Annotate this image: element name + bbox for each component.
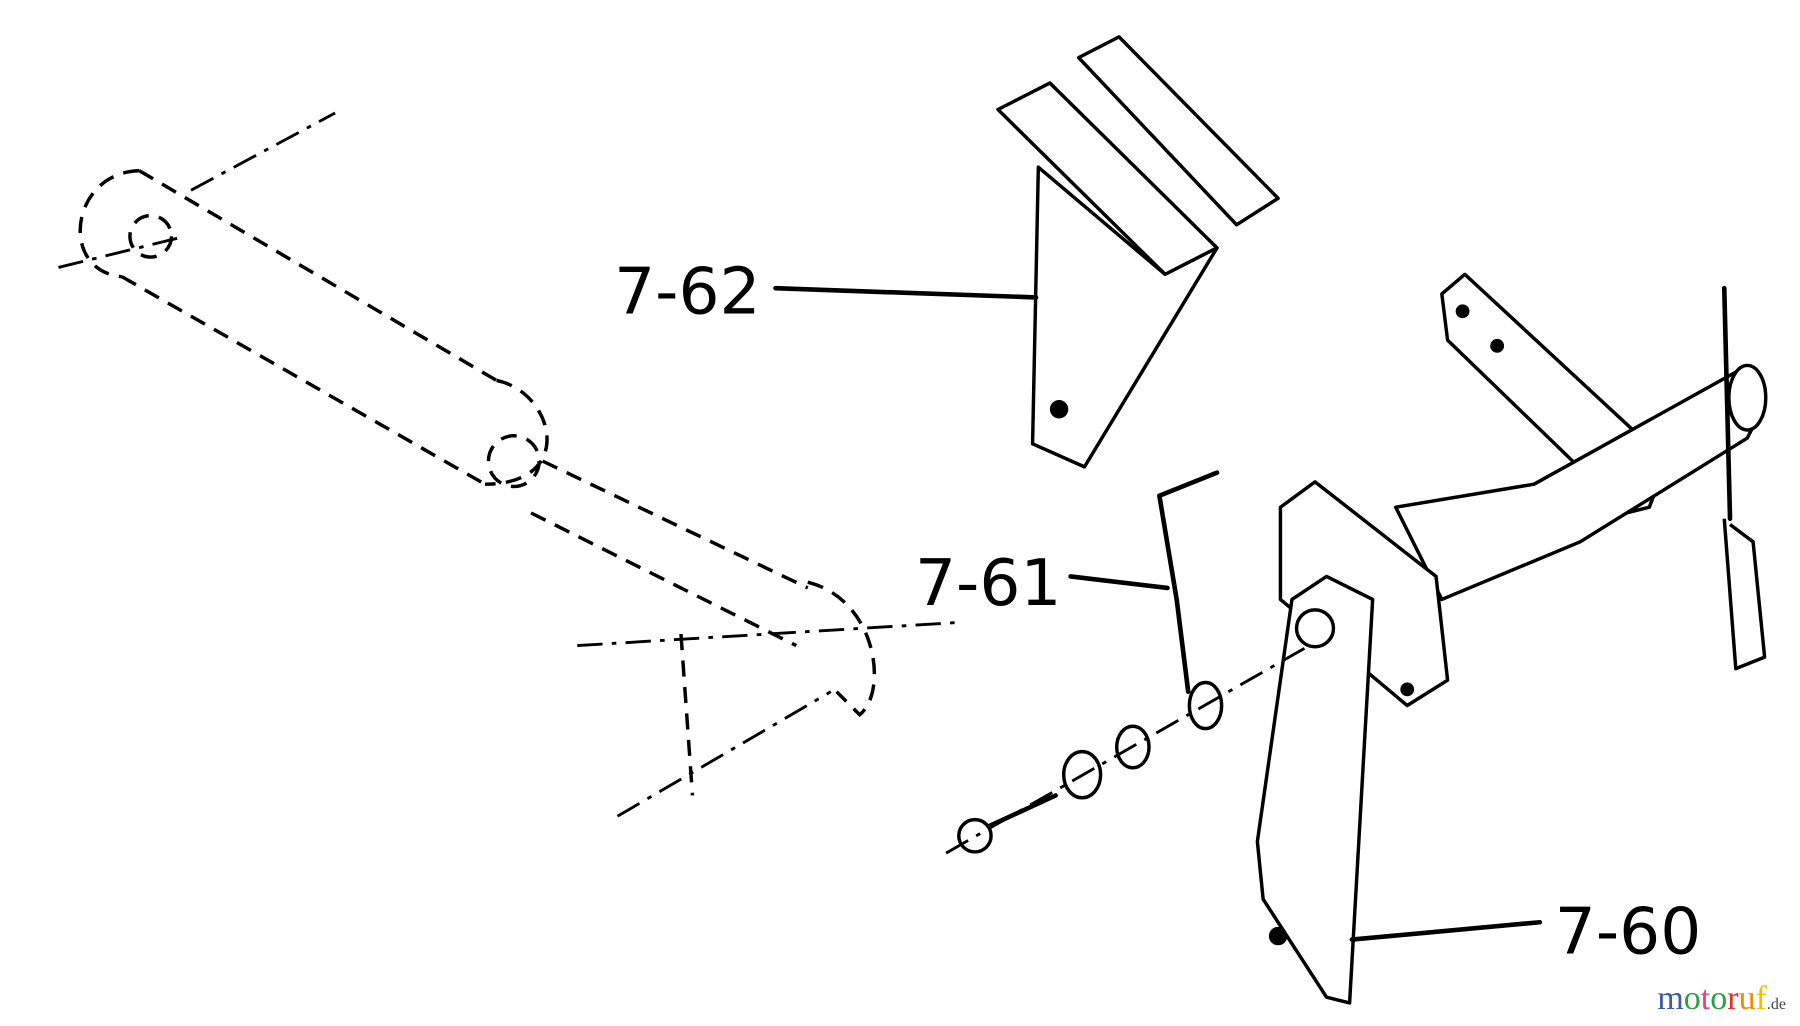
callout-7-60: 7-60 (1555, 894, 1702, 969)
watermark-letter: m (1657, 980, 1684, 1017)
callout-7-62: 7-62 (614, 255, 760, 330)
part-7-60-lever-assembly (1255, 272, 1768, 1005)
watermark-letter: t (1700, 980, 1711, 1017)
leader-line-7-62 (773, 285, 1039, 300)
watermark-letter: f (1755, 980, 1767, 1017)
phantom-linkage-arm (58, 111, 958, 818)
watermark-text: motoruf (1657, 980, 1767, 1018)
watermark-letter: o (1683, 980, 1701, 1017)
watermark-letter: o (1710, 980, 1728, 1017)
watermark-suffix: .de (1766, 996, 1786, 1013)
leader-line-7-60 (1349, 919, 1543, 942)
watermark-letter: r (1727, 980, 1739, 1017)
part-7-61-spring-and-hardware (945, 285, 1767, 855)
callout-7-61: 7-61 (915, 546, 1061, 621)
watermark-logo: motoruf.de (1657, 980, 1786, 1018)
leader-line-7-61 (1068, 574, 1170, 591)
watermark-letter: u (1738, 980, 1756, 1017)
part-7-62-pedal-bracket (996, 35, 1280, 469)
